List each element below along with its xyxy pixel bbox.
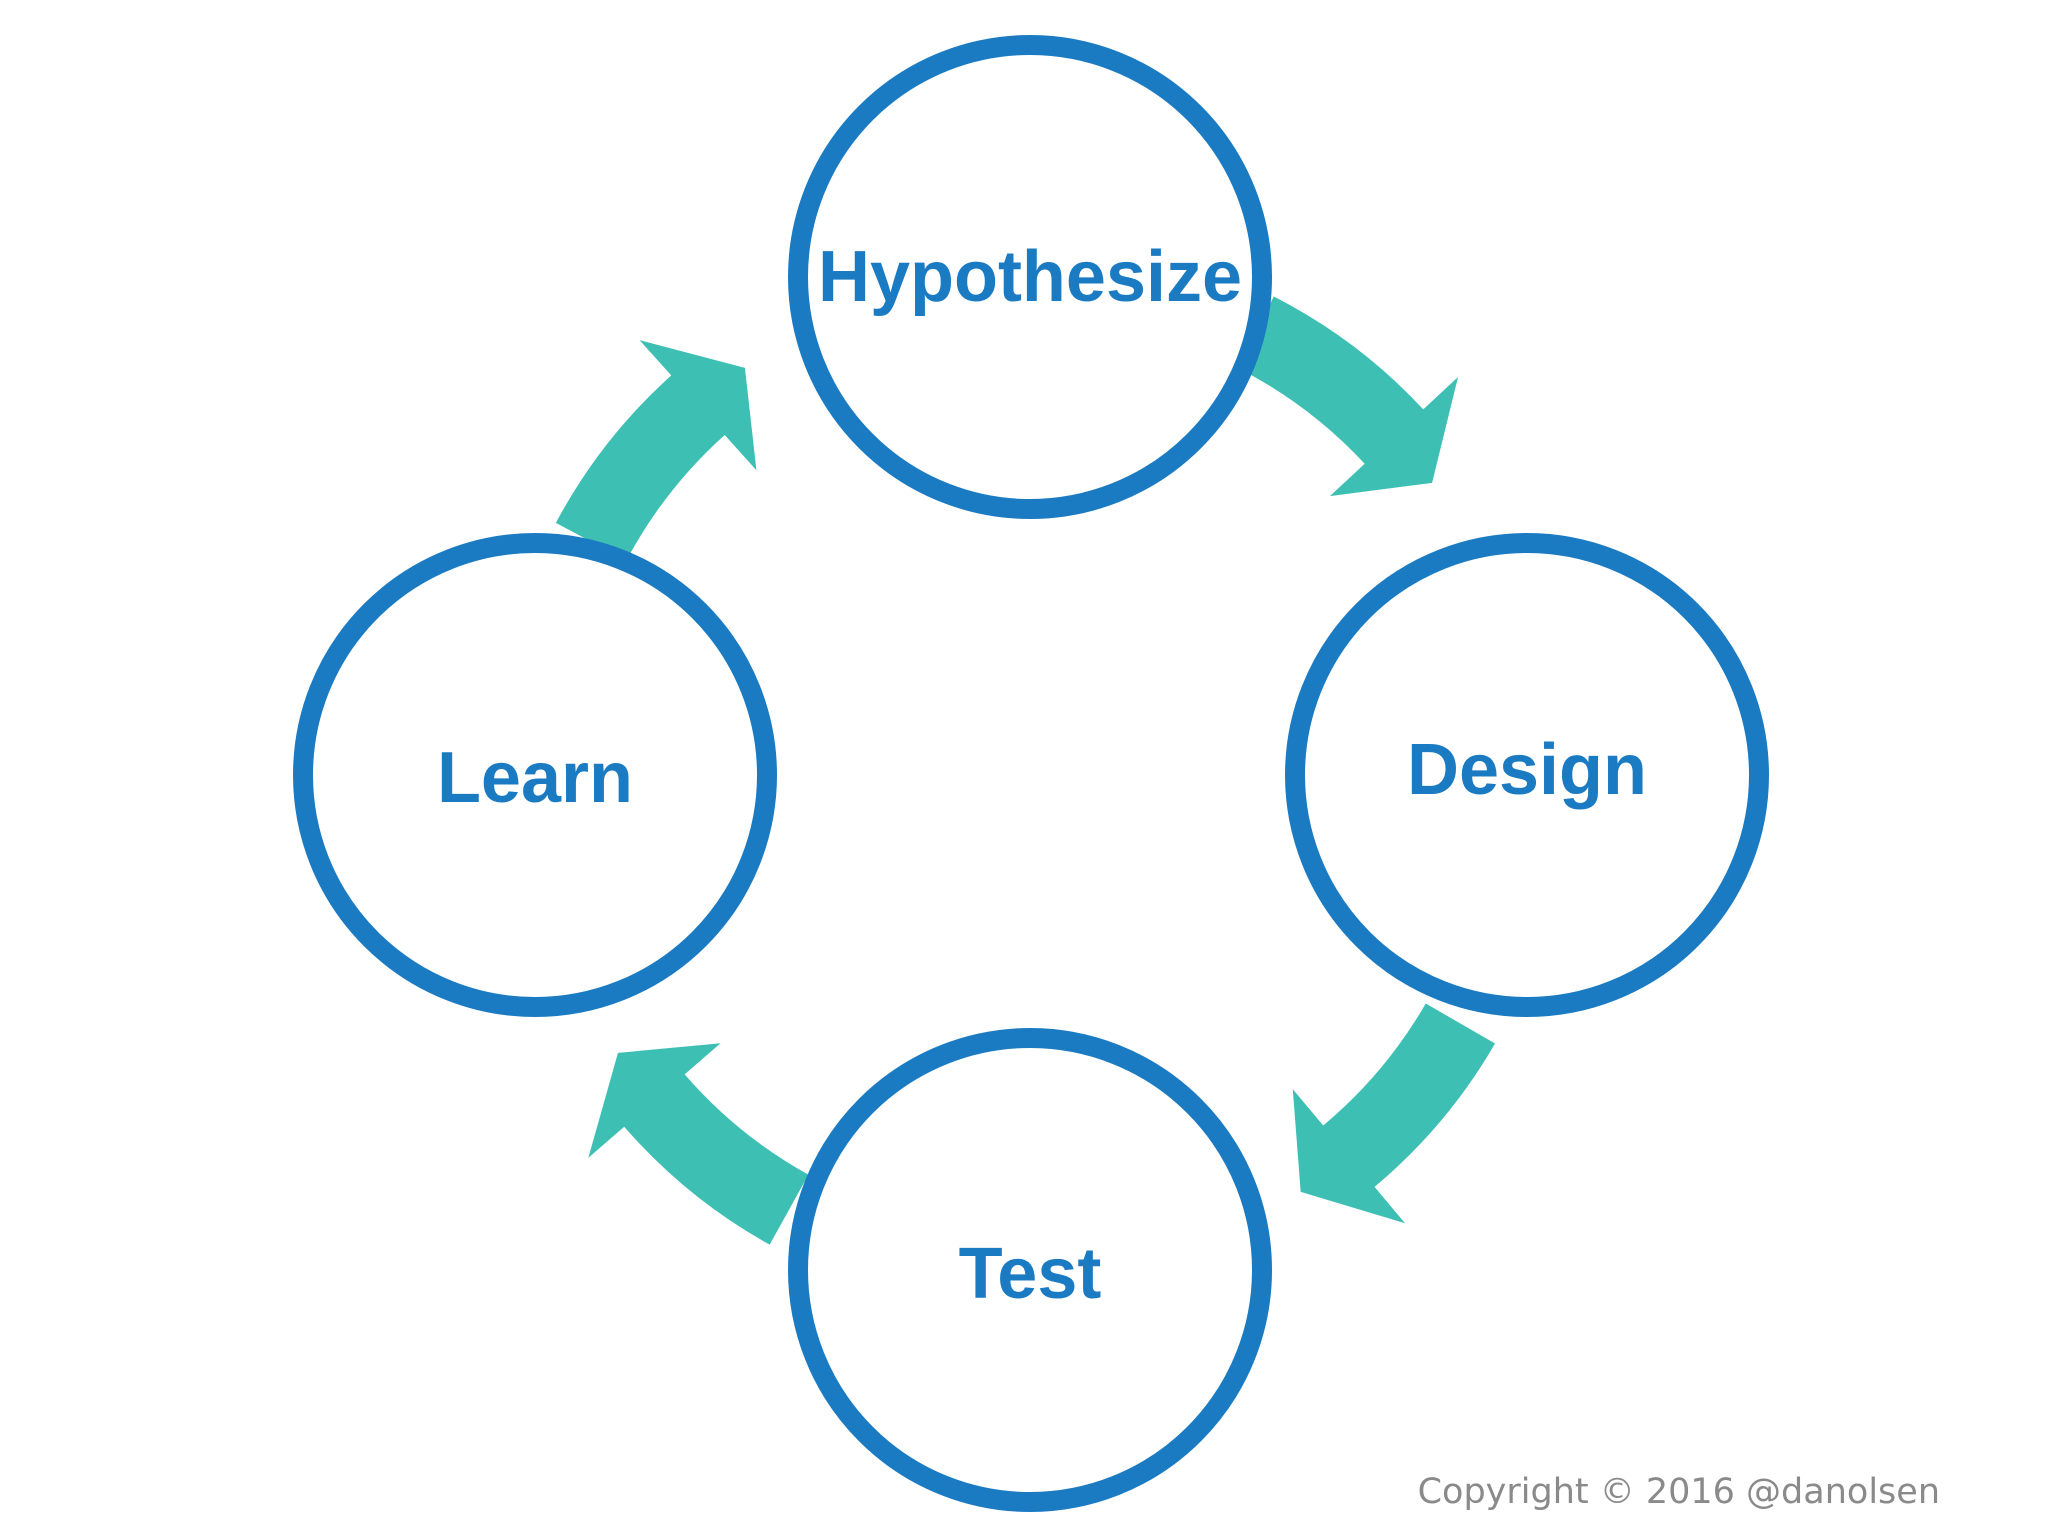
node-test-label: Test <box>959 1234 1102 1314</box>
node-learn-circle <box>293 533 777 1017</box>
arrow-hypothesize-to-design <box>1237 296 1459 497</box>
node-test: Test <box>788 1028 1272 1512</box>
arrow-test-to-learn <box>588 1043 809 1245</box>
node-hypothesize-circle <box>788 35 1272 519</box>
arrow-design-to-test <box>1292 1003 1496 1224</box>
arrow-learn-to-hypothesize <box>555 340 757 561</box>
arrows-layer <box>555 296 1496 1245</box>
node-design-label: Design <box>1407 730 1647 810</box>
node-hypothesize: Hypothesize <box>788 35 1272 519</box>
node-hypothesize-label: Hypothesize <box>818 237 1242 317</box>
node-learn: Learn <box>293 533 777 1017</box>
node-test-circle <box>788 1028 1272 1512</box>
node-design-circle <box>1285 533 1769 1017</box>
copyright-text: Copyright © 2016 @danolsen <box>1417 1472 1940 1512</box>
node-learn-label: Learn <box>437 738 633 818</box>
node-design: Design <box>1285 533 1769 1017</box>
